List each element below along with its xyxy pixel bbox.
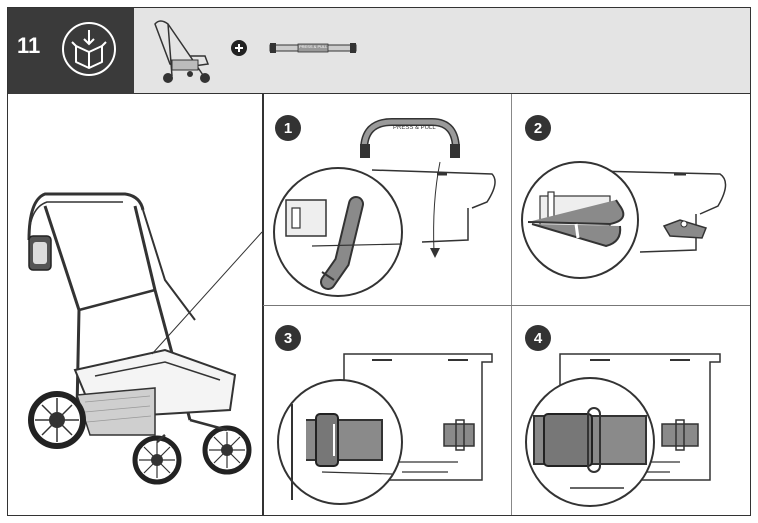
box-download-icon [62,22,116,76]
panel-4-illustration [525,353,721,507]
divider-panels-horizontal [263,305,751,306]
page-frame [7,7,751,516]
panel-3-illustration [277,353,493,505]
bumper-bar-label: PRESS & PULL [299,44,328,49]
callout-line [151,231,263,355]
press-pull-label: PRESS & PULL [393,125,436,131]
panel-2-badge: 2 [525,115,551,141]
plus-icon [231,40,247,56]
step-block [7,7,134,94]
panel-3-badge: 3 [275,325,301,351]
stroller-icon [154,20,210,83]
divider-main [262,94,264,516]
panel-4-badge: 4 [525,325,551,351]
step-number: 11 [17,33,41,58]
panel-1-illustration [273,118,496,297]
stroller-illustration [27,192,252,485]
panel-1-badge: 1 [275,115,301,141]
bumper-bar-icon [269,43,357,53]
panel-2-illustration [521,161,727,279]
